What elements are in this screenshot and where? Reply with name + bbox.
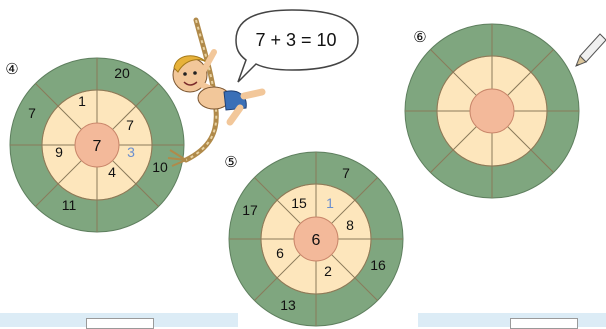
outer-value: 17 [242,202,258,218]
inner-value: 9 [55,144,63,160]
outer-value: 20 [114,65,130,81]
number-wheel: ⑥ [405,24,579,198]
outer-value: 7 [28,105,36,121]
inner-value: 6 [276,245,284,261]
inner-value: 3 [127,144,135,160]
center-circle [470,89,514,133]
number-wheel: ④ 7 1 7 34 9 20 10 11 7 [5,58,184,232]
speech-bubble-text: 7 + 3 = 10 [255,30,336,50]
outer-value: 13 [280,297,296,313]
inner-value: 4 [108,164,116,180]
outer-value: 7 [342,165,350,181]
center-value: 6 [312,232,321,249]
wheel-number: ⑥ [413,29,426,46]
answer-box-right [510,318,578,329]
outer-value: 11 [62,197,77,213]
outer-value: 16 [370,257,386,273]
inner-value: 8 [346,217,354,233]
outer-value: 10 [152,159,168,175]
inner-value: 1 [326,195,334,211]
center-value: 7 [93,138,102,155]
pencil-icon [576,34,606,66]
speech-bubble: 7 + 3 = 10 [236,10,358,82]
inner-value: 1 [78,93,86,109]
inner-value: 15 [291,195,307,211]
wheel-number: ④ [5,61,18,78]
inner-value: 7 [126,117,134,133]
wheel-number: ⑤ [224,154,237,171]
inner-value: 2 [324,263,332,279]
answer-box-left [86,318,154,329]
